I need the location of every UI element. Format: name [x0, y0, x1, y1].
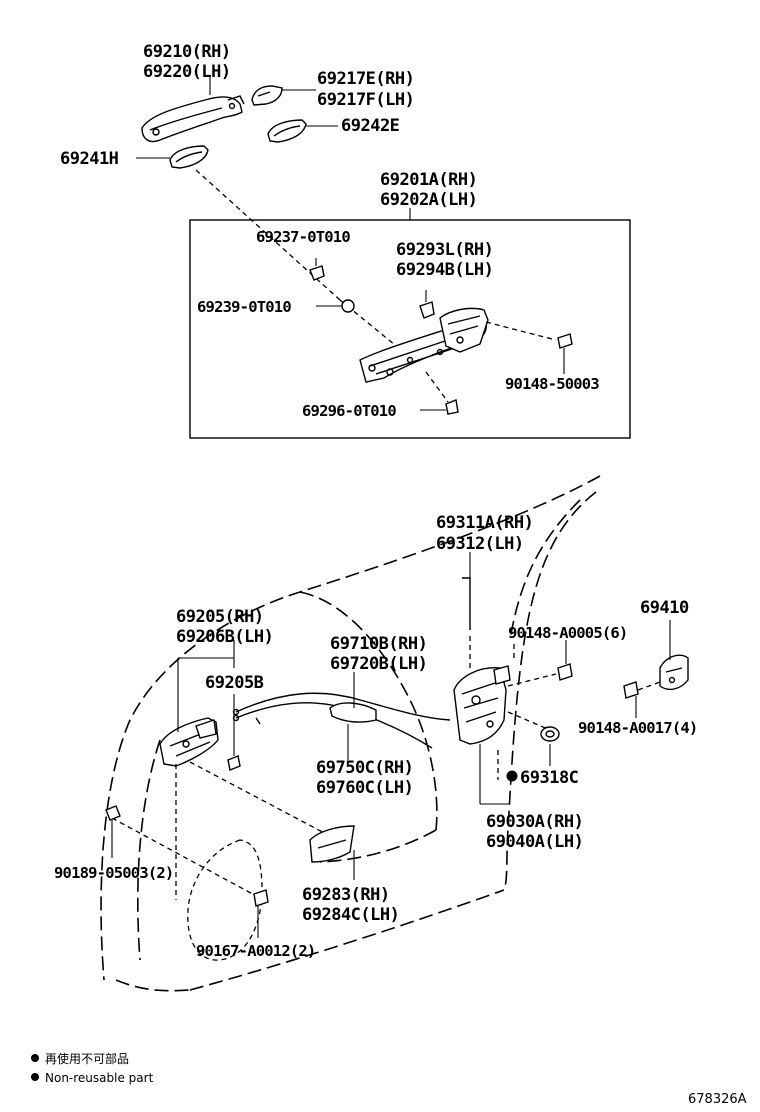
- label-90148-A0005: 90148-A0005(6): [508, 624, 627, 642]
- handle-pad-part: [267, 119, 307, 143]
- legend-bullet-1: [31, 1054, 39, 1062]
- diagram-code: 678326A: [688, 1092, 747, 1107]
- label-69202A: 69202A(LH): [380, 190, 477, 210]
- label-69296: 69296-0T010: [302, 402, 396, 420]
- label-69284C: 69284C(LH): [302, 905, 399, 925]
- clip-90189: [105, 805, 121, 858]
- handle-frame-group-box: [189, 219, 631, 439]
- lock-rod-part: [462, 552, 471, 630]
- label-69294B: 69294B(LH): [396, 260, 493, 280]
- label-69720B: 69720B(LH): [330, 654, 427, 674]
- label-69710B: 69710B(RH): [330, 634, 427, 654]
- label-90167: 90167-A0012(2): [196, 942, 315, 960]
- label-69217F: 69217F(LH): [317, 90, 414, 110]
- label-69242E: 69242E: [341, 116, 400, 136]
- non-reusable-marker: [506, 770, 518, 782]
- handle-cap-part: [251, 85, 283, 106]
- inside-handle-part: [159, 717, 219, 767]
- label-69220: 69220(LH): [143, 62, 231, 82]
- clip-69293: [419, 290, 435, 319]
- label-69210: 69210(RH): [143, 42, 231, 62]
- legend-text-en: Non-reusable part: [45, 1071, 154, 1085]
- lock-cable-part: [232, 692, 451, 749]
- label-69410: 69410: [640, 598, 689, 618]
- handle-cover-part: [309, 825, 355, 863]
- label-69318C: 69318C: [520, 768, 578, 788]
- screw-90148-A0005: [507, 640, 573, 687]
- label-69760C: 69760C(LH): [316, 778, 413, 798]
- label-69312: 69312(LH): [436, 534, 524, 554]
- label-69237: 69237-0T010: [256, 228, 350, 246]
- label-69750C: 69750C(RH): [316, 758, 413, 778]
- label-69311A: 69311A(RH): [436, 513, 533, 533]
- clip-69237: [309, 258, 325, 281]
- screw-69296: [420, 371, 459, 415]
- label-69293L: 69293L(RH): [396, 240, 493, 260]
- label-69217E: 69217E(RH): [317, 69, 414, 89]
- screw-90167: [253, 889, 269, 938]
- outside-handle-part: [141, 95, 245, 143]
- handle-frame-part: [359, 307, 489, 383]
- label-69030A: 69030A(RH): [486, 812, 583, 832]
- label-69201A: 69201A(RH): [380, 170, 477, 190]
- legend-bullet-2: [31, 1073, 39, 1081]
- door-lock-part: [453, 665, 511, 745]
- label-90148-A0017: 90148-A0017(4): [578, 719, 697, 737]
- clip-69239: [316, 299, 355, 313]
- label-69040A: 69040A(LH): [486, 832, 583, 852]
- label-69283: 69283(RH): [302, 885, 390, 905]
- striker-part: [659, 620, 689, 691]
- screw-90148-50003: [485, 321, 573, 374]
- label-69241H: 69241H: [60, 149, 119, 169]
- grommet-69318C: [540, 726, 560, 766]
- label-69239: 69239-0T010: [197, 298, 291, 316]
- label-69205: 69205(RH): [176, 607, 264, 627]
- label-69206B: 69206B(LH): [176, 627, 273, 647]
- label-90148-50003: 90148-50003: [505, 375, 599, 393]
- handle-gasket-part: [169, 145, 209, 169]
- label-69205B: 69205B: [205, 673, 264, 693]
- screw-90148-A0017: [623, 681, 661, 718]
- label-90189: 90189-05003(2): [54, 864, 173, 882]
- legend-text-jp: 再使用不可部品: [45, 1051, 129, 1066]
